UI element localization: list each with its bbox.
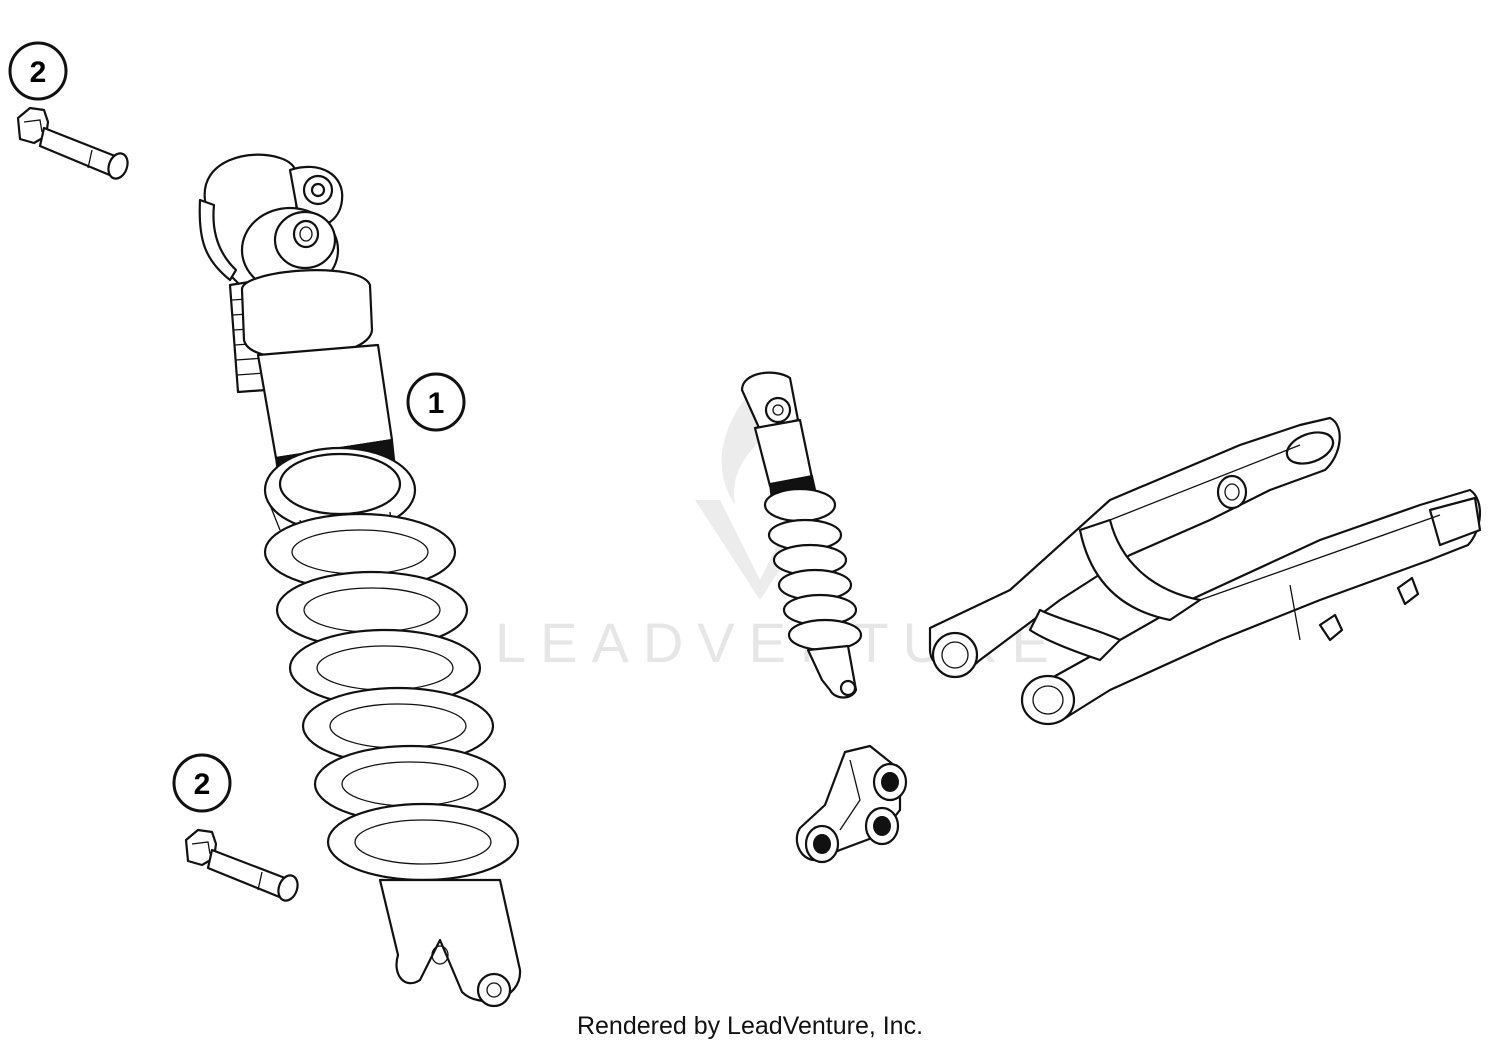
footer-credit: Rendered by LeadVenture, Inc. xyxy=(576,1012,924,1040)
bolt-top[interactable] xyxy=(16,106,131,181)
callout-2-bottom[interactable]: 2 xyxy=(172,753,232,813)
callout-2-top[interactable]: 2 xyxy=(8,41,68,101)
bolt-bottom[interactable] xyxy=(184,828,301,903)
callout-1-number: 1 xyxy=(428,387,445,420)
callout-2-top-number: 2 xyxy=(30,56,47,89)
shock-absorber-small[interactable] xyxy=(740,371,863,699)
callout-1[interactable]: 1 xyxy=(406,372,466,432)
shock-absorber-large[interactable] xyxy=(198,153,522,1008)
callout-2-bottom-number: 2 xyxy=(194,768,211,801)
swingarm[interactable] xyxy=(928,416,1482,726)
linkage-lever[interactable] xyxy=(795,744,908,864)
